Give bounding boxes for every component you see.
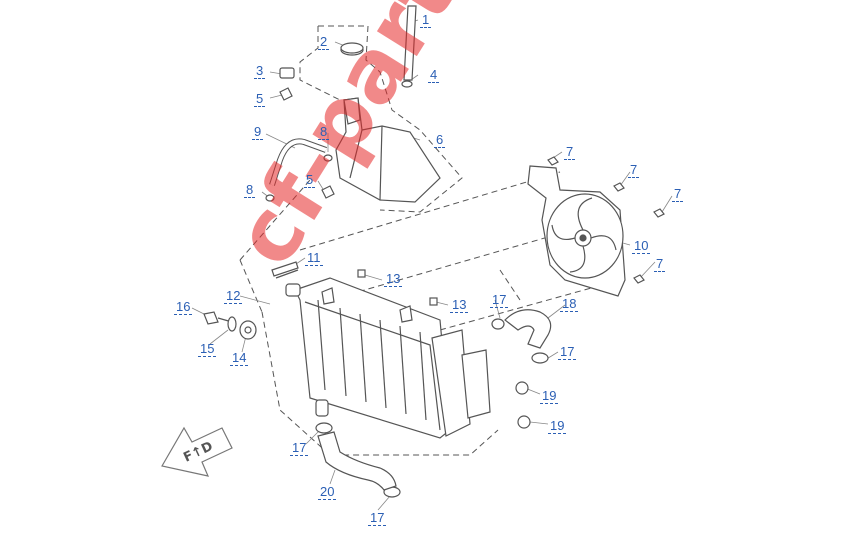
fan-bolt-d <box>633 274 645 284</box>
callout-13-b[interactable]: 13 <box>450 297 469 313</box>
washer <box>227 316 237 332</box>
callout-3[interactable]: 3 <box>254 63 266 79</box>
coolant-reservoir <box>335 97 441 203</box>
radiator <box>285 277 491 439</box>
callout-7-a[interactable]: 7 <box>564 144 576 160</box>
fan-bolt-c <box>653 208 665 218</box>
callout-16[interactable]: 16 <box>174 299 193 315</box>
upper-radiator-hose <box>504 309 552 349</box>
clamp-upper <box>323 154 333 162</box>
callout-5-bottom[interactable]: 5 <box>304 172 316 188</box>
radiator-clip <box>271 261 299 279</box>
screw-top <box>279 87 293 101</box>
callout-1[interactable]: 1 <box>420 12 432 28</box>
hose-clamp-mid <box>531 352 549 364</box>
callout-17-d[interactable]: 17 <box>368 510 387 526</box>
fan-bolt-a <box>547 156 559 166</box>
overflow-hose <box>403 5 417 81</box>
callout-12[interactable]: 12 <box>224 288 243 304</box>
screw-bottom <box>321 185 335 199</box>
grommet-upper <box>515 381 529 395</box>
callout-7-d[interactable]: 7 <box>654 256 666 272</box>
forward-direction-marker <box>161 426 233 477</box>
small-cap <box>279 67 295 79</box>
callout-10[interactable]: 10 <box>632 238 651 254</box>
assembly-boundary-lines <box>239 25 621 456</box>
hose-clamp <box>401 80 413 88</box>
callout-5-top[interactable]: 5 <box>254 91 266 107</box>
callout-20[interactable]: 20 <box>318 484 337 500</box>
callout-17-b[interactable]: 17 <box>558 344 577 360</box>
callout-13-a[interactable]: 13 <box>384 271 403 287</box>
hose-clamp-upper <box>491 318 505 330</box>
callout-15[interactable]: 15 <box>198 341 217 357</box>
callout-18[interactable]: 18 <box>560 296 579 312</box>
mount-bolt <box>203 311 219 325</box>
callout-7-c[interactable]: 7 <box>672 186 684 202</box>
callout-8-upper[interactable]: 8 <box>318 124 330 140</box>
cooling-fan <box>527 165 626 297</box>
callout-11[interactable]: 11 <box>305 250 323 266</box>
callout-14[interactable]: 14 <box>230 350 249 366</box>
callout-17-c[interactable]: 17 <box>290 440 309 456</box>
clamp-lower <box>265 194 275 202</box>
callout-2[interactable]: 2 <box>318 34 330 50</box>
grommet-lower <box>517 415 531 429</box>
callout-4[interactable]: 4 <box>428 67 440 83</box>
callout-19-a[interactable]: 19 <box>540 388 559 404</box>
nut-a <box>357 269 366 278</box>
callout-17-a[interactable]: 17 <box>490 292 509 308</box>
callout-19-b[interactable]: 19 <box>548 418 567 434</box>
hose-clamp-lower <box>315 422 333 434</box>
callout-9[interactable]: 9 <box>252 124 264 140</box>
callout-8-lower[interactable]: 8 <box>244 182 256 198</box>
callout-6[interactable]: 6 <box>434 132 446 148</box>
fan-bolt-b <box>613 182 625 192</box>
lower-radiator-hose <box>317 431 397 491</box>
callout-7-b[interactable]: 7 <box>628 162 640 178</box>
nut-b <box>429 297 438 306</box>
